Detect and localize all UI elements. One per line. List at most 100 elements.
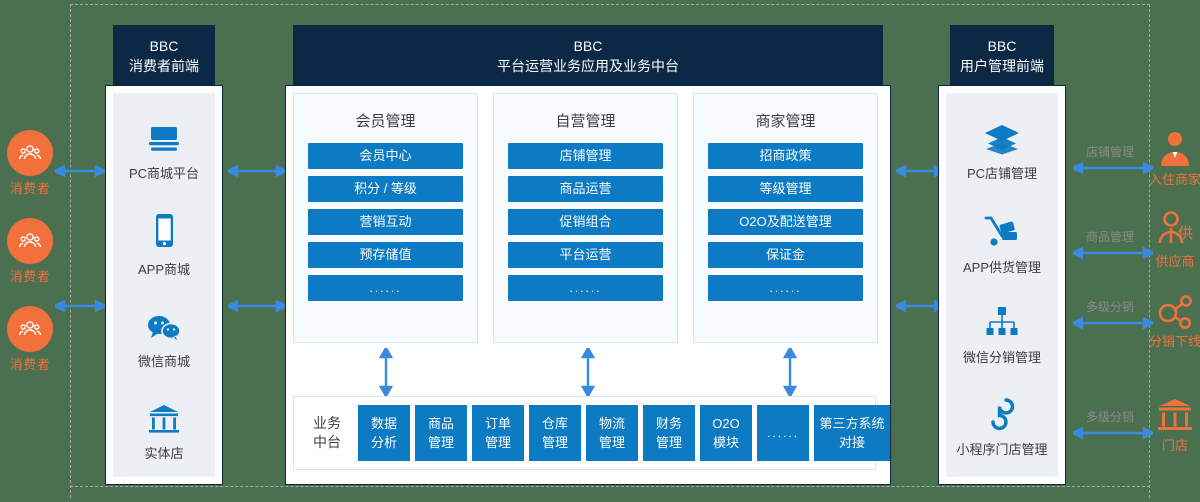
relation-label: 店铺管理 — [1085, 145, 1134, 159]
card-button[interactable]: O2O及配送管理 — [708, 209, 863, 235]
card-button-list: 店铺管理 商品运营 促销组合 平台运营 ...... — [494, 143, 677, 322]
card-button[interactable]: 促销组合 — [508, 209, 663, 235]
card-button-more[interactable]: ...... — [708, 275, 863, 301]
card-button[interactable]: 商品运营 — [508, 176, 663, 202]
left-panel-item-store[interactable]: 实体店 — [113, 395, 215, 462]
shop-front-icon — [1145, 392, 1200, 434]
arrow-card-to-platform — [580, 345, 596, 401]
relation-label: 商品管理 — [1085, 230, 1134, 244]
center-cards-row: 会员管理 会员中心 积分 / 等级 营销互动 预存储值 ...... 自营管理 … — [293, 93, 878, 343]
merchant-person-icon — [1145, 126, 1200, 168]
relation-product-management: 商品管理 — [1065, 228, 1156, 264]
arrow-card-to-platform — [782, 345, 798, 401]
card-title: 会员管理 — [355, 113, 416, 130]
left-panel-item-label: PC商城平台 — [128, 166, 200, 181]
left-panel-item-label: APP商城 — [137, 262, 190, 277]
left-panel-item-app[interactable]: APP商城 — [113, 211, 215, 278]
left-panel-header: BBC 消费者前端 — [113, 25, 215, 87]
middle-platform-label: 业务 中台 — [304, 414, 350, 452]
card-button-more[interactable]: ...... — [508, 275, 663, 301]
right-panel-item-label: APP供货管理 — [962, 260, 1041, 275]
tile-line2: 模块 — [712, 435, 739, 450]
cart-trolley-icon — [946, 209, 1058, 249]
relation-label: 多级分销 — [1085, 410, 1134, 424]
svg-text:供: 供 — [1178, 225, 1193, 242]
platform-tile[interactable]: O2O 模块 — [700, 405, 752, 461]
platform-tile[interactable]: 商品 管理 — [415, 405, 467, 461]
phone-icon — [113, 211, 215, 251]
relation-label: 多级分销 — [1085, 300, 1134, 314]
right-panel-item-app-supply[interactable]: APP供货管理 — [946, 209, 1058, 276]
store-icon — [113, 395, 215, 435]
consumer-label: 消费者 — [9, 357, 51, 372]
role-label: 供应商 — [1155, 254, 1195, 269]
center-panel-header: BBC 平台运营业务应用及业务中台 — [293, 25, 883, 87]
left-panel-header-en: BBC — [149, 38, 179, 54]
tile-line1: 数据 — [370, 416, 397, 431]
card-title: 商家管理 — [755, 113, 816, 130]
card-title: 自营管理 — [555, 113, 616, 130]
middle-platform-label-line2: 中台 — [313, 434, 341, 450]
right-panel-inner: PC店铺管理 APP供货管理 微信分销管理 — [946, 93, 1058, 477]
card-button[interactable]: 店铺管理 — [508, 143, 663, 169]
card-button[interactable]: 等级管理 — [708, 176, 863, 202]
right-panel-header-cn: 用户管理前端 — [960, 58, 1044, 74]
role-supplier: 供 供应商 — [1145, 208, 1200, 270]
card-button[interactable]: 预存储值 — [308, 242, 463, 268]
right-panel-item-label: 微信分销管理 — [962, 350, 1041, 365]
card-button[interactable]: 会员中心 — [308, 143, 463, 169]
platform-tile-third-party[interactable]: 第三方系统 对接 — [814, 405, 890, 461]
role-label: 分销下线 — [1148, 334, 1200, 349]
right-panel-item-label: 小程序门店管理 — [956, 442, 1048, 457]
card-button[interactable]: 平台运营 — [508, 242, 663, 268]
card-button-list: 招商政策 等级管理 O2O及配送管理 保证金 ...... — [694, 143, 877, 322]
platform-tile-more[interactable]: ...... — [757, 405, 809, 461]
platform-tile[interactable]: 仓库 管理 — [529, 405, 581, 461]
consumer-entry: 消费者 — [0, 218, 60, 290]
card-button[interactable]: 保证金 — [708, 242, 863, 268]
left-panel-item-pc[interactable]: PC商城平台 — [113, 115, 215, 182]
arrow-center-to-right — [896, 165, 944, 177]
relation-arrow — [1069, 316, 1156, 330]
platform-tile[interactable]: 物流 管理 — [586, 405, 638, 461]
middle-platform-strip: 业务 中台 数据 分析 商品 管理 订单 管理 仓库 管理 物流 管理 — [293, 396, 890, 470]
left-panel-item-wechat[interactable]: 微信商城 — [113, 303, 215, 370]
supplier-icon: 供 — [1145, 208, 1200, 250]
arrow-consumer-to-left-panel — [55, 300, 105, 312]
card-button[interactable]: 积分 / 等级 — [308, 176, 463, 202]
relation-multilevel-distribution: 多级分销 — [1065, 408, 1156, 444]
tile-line1: 财务 — [655, 416, 682, 431]
card-button-more[interactable]: ...... — [308, 275, 463, 301]
card-button[interactable]: 营销互动 — [308, 209, 463, 235]
consumer-group-icon — [7, 130, 53, 176]
platform-tile[interactable]: 数据 分析 — [358, 405, 410, 461]
card-self-operation: 自营管理 店铺管理 商品运营 促销组合 平台运营 ...... — [493, 93, 678, 343]
middle-platform-label-line1: 业务 — [313, 415, 341, 431]
left-panel-item-label: 实体店 — [144, 446, 184, 461]
platform-tile[interactable]: 财务 管理 — [643, 405, 695, 461]
arrow-consumer-to-left-panel — [55, 165, 105, 177]
arrow-card-to-platform — [378, 345, 394, 401]
share-network-icon — [1145, 288, 1200, 330]
diagram-dashed-bottom — [70, 486, 1150, 487]
platform-tile[interactable]: 订单 管理 — [472, 405, 524, 461]
consumer-group-icon — [7, 306, 53, 352]
card-button[interactable]: 招商政策 — [708, 143, 863, 169]
role-store: 门店 — [1145, 392, 1200, 454]
role-label: 入住商家 — [1148, 172, 1200, 187]
left-panel-inner: PC商城平台 APP商城 微信商城 — [113, 93, 215, 477]
tile-line1: 商品 — [427, 416, 454, 431]
tile-line2: 管理 — [427, 435, 454, 450]
role-distributor: 分销下线 — [1145, 288, 1200, 350]
right-panel-item-wechat-distribution[interactable]: 微信分销管理 — [946, 299, 1058, 366]
tile-line1: O2O — [712, 416, 740, 431]
tile-line1: ...... — [766, 425, 799, 440]
arrow-left-to-center — [228, 300, 286, 312]
right-panel-item-miniprogram[interactable]: 小程序门店管理 — [946, 391, 1058, 458]
role-label: 门店 — [1161, 438, 1188, 453]
relation-arrow — [1069, 161, 1156, 175]
consumer-label: 消费者 — [9, 181, 51, 196]
arrow-left-to-center — [228, 165, 286, 177]
right-panel-item-pc-shop[interactable]: PC店铺管理 — [946, 115, 1058, 182]
